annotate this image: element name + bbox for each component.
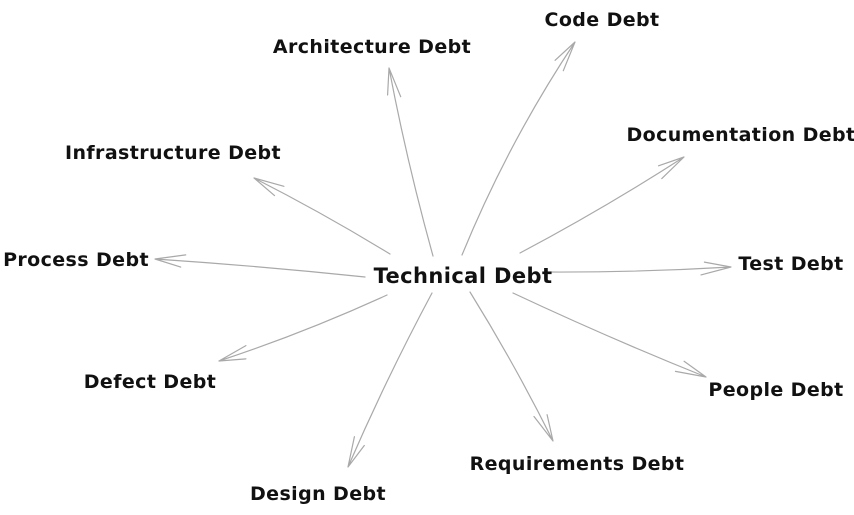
arrow-infrastructure-debt: [253, 177, 391, 255]
arrow-documentation-debt: [519, 156, 685, 254]
arrow-requirements-debt: [469, 291, 554, 442]
arrow-defect-debt: [218, 294, 388, 362]
node-label-code-debt: Code Debt: [544, 9, 660, 31]
node-label-people-debt: People Debt: [708, 379, 844, 401]
arrow-people-debt: [512, 292, 707, 378]
arrow-architecture-debt: [387, 67, 434, 257]
arrow-process-debt: [154, 254, 366, 278]
center-node-label: Technical Debt: [373, 264, 553, 288]
node-label-documentation-debt: Documentation Debt: [626, 124, 854, 146]
node-label-architecture-debt: Architecture Debt: [272, 36, 472, 58]
arrow-code-debt: [461, 41, 576, 256]
node-label-defect-debt: Defect Debt: [83, 371, 217, 393]
node-label-test-debt: Test Debt: [738, 253, 844, 275]
node-label-process-debt: Process Debt: [3, 249, 149, 271]
node-label-requirements-debt: Requirements Debt: [469, 453, 685, 475]
arrow-design-debt: [347, 292, 433, 468]
arrow-test-debt: [544, 261, 732, 276]
node-label-design-debt: Design Debt: [250, 483, 386, 505]
node-label-infrastructure-debt: Infrastructure Debt: [64, 142, 282, 164]
